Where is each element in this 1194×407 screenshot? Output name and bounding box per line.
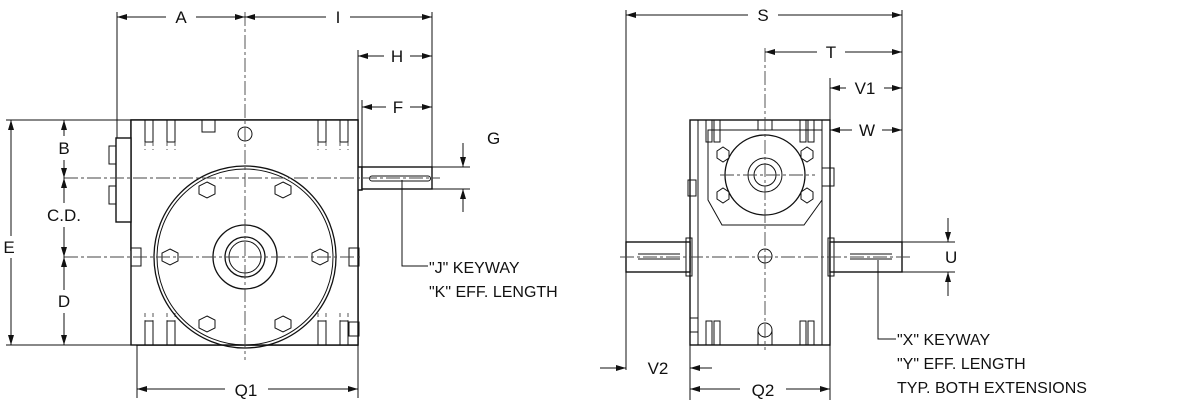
dim-A-label: A [175, 8, 187, 27]
dim-W-label: W [859, 121, 875, 140]
top-bolts [144, 119, 349, 150]
dim-H-label: H [391, 47, 403, 66]
top-slot [201, 119, 216, 133]
side-housing-outline [689, 119, 831, 346]
dim-V1-label: V1 [855, 79, 876, 98]
dim-Q2-label: Q2 [752, 381, 775, 400]
keyway-X-leader [877, 260, 896, 340]
dim-Q1-label: Q1 [235, 381, 258, 400]
dim-E-label: E [3, 238, 14, 257]
side-top-bolts [705, 119, 815, 143]
dim-T-label: T [826, 43, 836, 62]
left-output-shaft [625, 241, 691, 273]
keyway-typ-label: TYP. BOTH EXTENSIONS [897, 380, 1087, 397]
dim-I-label: I [336, 8, 341, 27]
dim-CD-label: C.D. [47, 206, 81, 225]
cover-bolts [161, 181, 329, 333]
dim-S-label: S [757, 6, 768, 25]
keyway-J-leader [401, 180, 428, 267]
keyway-J-label: "J" KEYWAY [429, 260, 520, 277]
front-view: A I H F G B C.D. [3, 8, 557, 400]
dim-G-label: G [487, 129, 500, 148]
side-view: S T V1 W U V2 Q2 [600, 6, 1087, 400]
keyway-X-label: "X" KEYWAY [897, 332, 990, 349]
front-housing-body [130, 119, 359, 346]
dim-D-label: D [58, 292, 70, 311]
keyway-K-label: "K" EFF. LENGTH [429, 284, 558, 301]
side-bottom-bolts [689, 317, 815, 346]
left-flange [115, 137, 132, 223]
adapter-flange [707, 129, 823, 226]
dim-B-label: B [58, 139, 69, 158]
dim-U-label: U [945, 248, 957, 267]
dim-F-label: F [393, 98, 403, 117]
keyway-Y-label: "Y" EFF. LENGTH [897, 356, 1026, 373]
bottom-bolts [144, 313, 349, 346]
dim-V2-label: V2 [648, 359, 669, 378]
